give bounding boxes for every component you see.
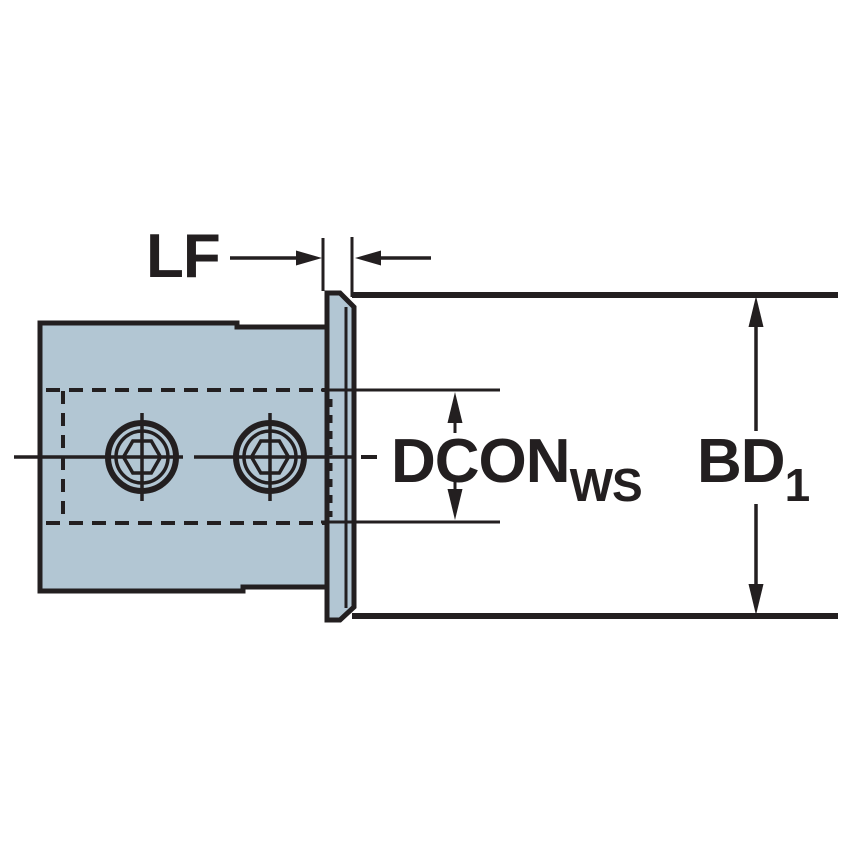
screw-1-hex-socket	[121, 439, 163, 475]
machine-cylinder-outline	[352, 292, 838, 619]
dimension-bd1: BD1	[697, 296, 811, 615]
screw-2-hex-socket	[249, 439, 291, 475]
dimension-lf: LF	[146, 222, 431, 297]
label-bd1-subscript: 1	[785, 459, 810, 511]
screw-2-inner-circle	[242, 429, 298, 485]
label-dconws-subscript: WS	[570, 459, 642, 511]
lf-arrowhead-left-icon	[355, 250, 381, 266]
label-bd1: BD1	[697, 427, 810, 511]
label-dconws: DCONWS	[391, 427, 642, 511]
bd1-arrowhead-down-icon	[748, 584, 764, 615]
clamp-screw-1	[105, 413, 179, 501]
dconws-arrowhead-up-icon	[447, 392, 463, 423]
label-dconws-base: DCON	[391, 427, 570, 496]
lf-arrowhead-right-icon	[296, 250, 322, 266]
label-bd1-base: BD	[697, 427, 785, 496]
dconws-arrowhead-down-icon	[447, 489, 463, 520]
screw-1-inner-circle	[114, 429, 170, 485]
clamp-screw-2	[233, 413, 307, 501]
dimension-dconws: DCONWS	[321, 388, 643, 524]
screw-1-outer-circle	[105, 420, 179, 494]
label-lf: LF	[146, 222, 220, 291]
bore-hidden-lines	[46, 388, 333, 525]
screw-2-outer-circle	[233, 420, 307, 494]
bd1-arrowhead-up-icon	[748, 296, 764, 327]
